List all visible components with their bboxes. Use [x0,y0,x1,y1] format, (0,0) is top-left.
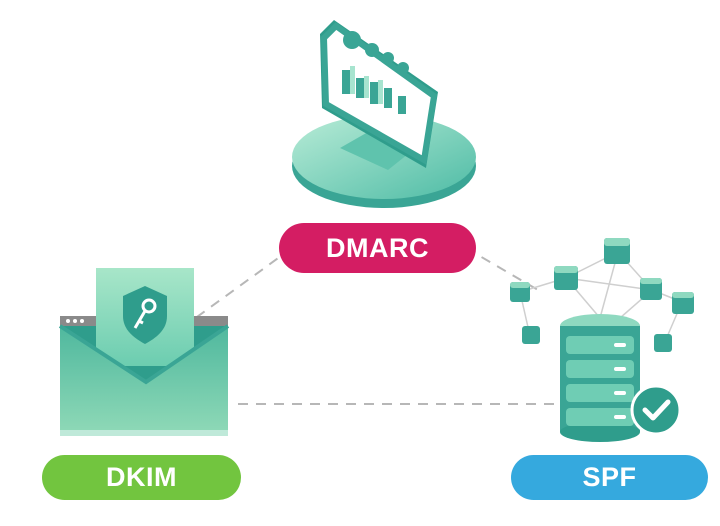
server-network-check-icon [510,238,694,442]
dmarc-label-pill: DMARC [279,223,476,273]
connector-dmarc-dkim [189,247,293,323]
connector-lines [189,247,568,405]
spf-label: SPF [582,462,637,492]
dkim-label-pill: DKIM [42,455,241,500]
monitor-dashboard-icon [292,20,476,208]
checkmark-badge-icon [630,384,682,436]
dkim-label: DKIM [106,462,177,492]
spf-label-pill: SPF [511,455,708,500]
envelope-key-shield-icon [58,268,230,436]
connector-dmarc-spf [465,247,539,291]
dmarc-label: DMARC [326,232,429,263]
